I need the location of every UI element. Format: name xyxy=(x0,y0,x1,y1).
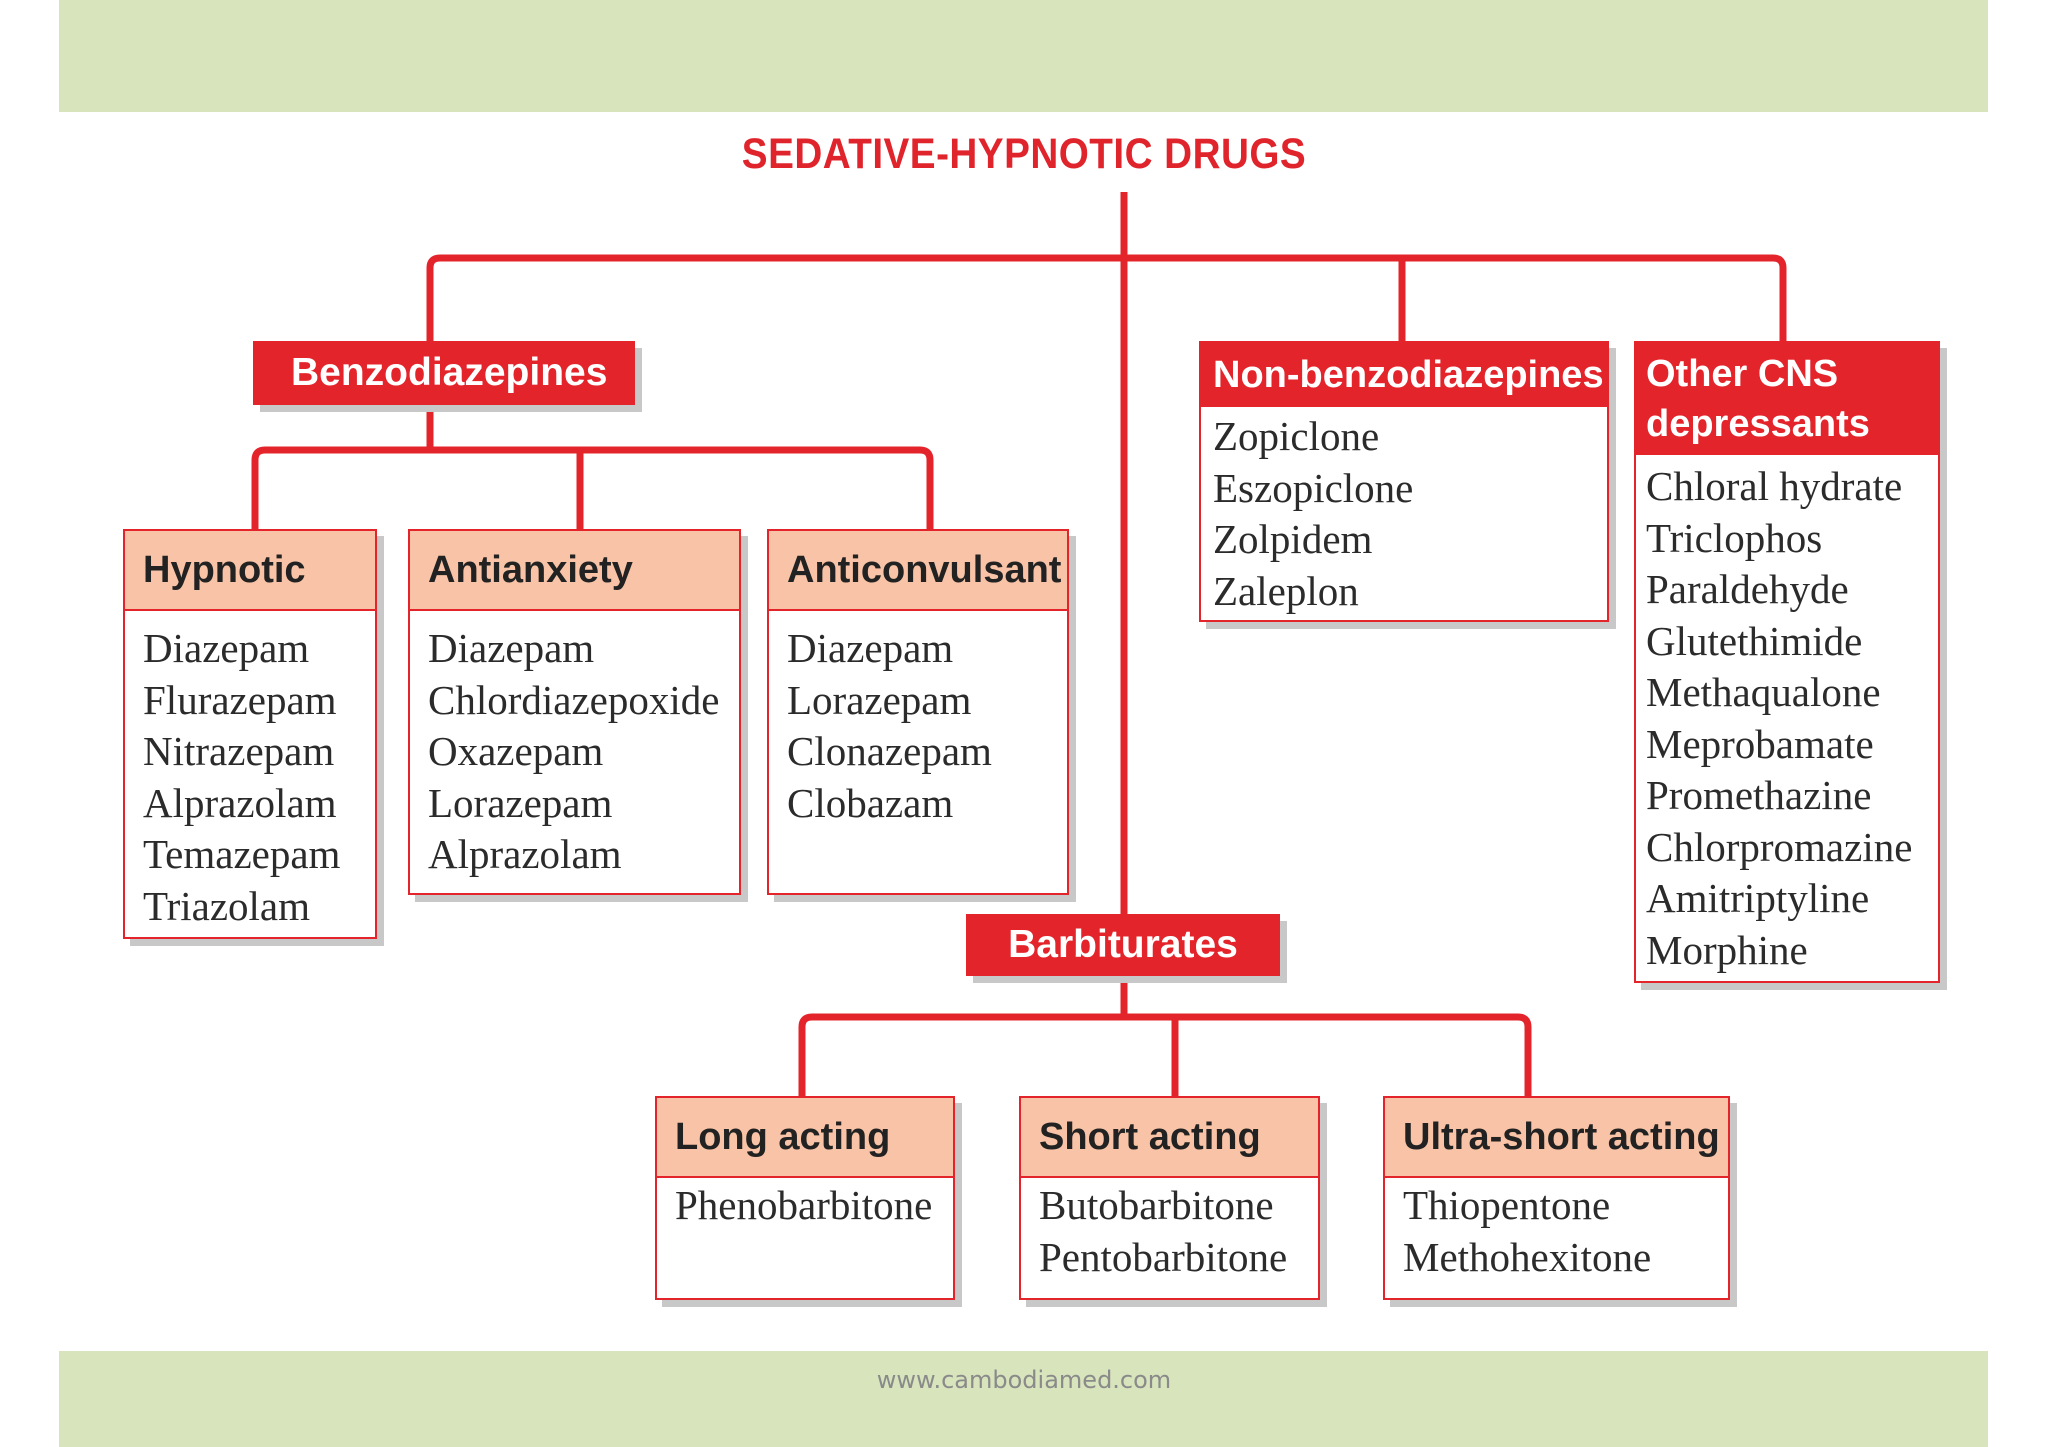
non-benzodiazepines-box: Non-benzodiazepines Zopiclone Eszopiclon… xyxy=(1199,341,1609,622)
anticonvulsant-header: Anticonvulsant xyxy=(769,531,1067,611)
list-item: Clobazam xyxy=(787,779,954,826)
list-item: Glutethimide xyxy=(1646,617,1863,664)
list-item: Meprobamate xyxy=(1646,720,1874,767)
non-benzodiazepines-header: Non-benzodiazepines xyxy=(1201,343,1607,407)
list-item: Eszopiclone xyxy=(1213,464,1414,511)
benzo-branch xyxy=(251,446,934,530)
long-acting-list: Phenobarbitone xyxy=(657,1178,953,1232)
list-item: Temazepam xyxy=(143,831,341,877)
list-item: Methaqualone xyxy=(1646,669,1881,715)
hypnotic-list: Diazepam Flurazepam Nitrazepam Alprazola… xyxy=(125,611,375,932)
list-item: Clonazepam xyxy=(787,728,992,774)
list-item: Diazepam xyxy=(787,625,954,671)
antianxiety-list: Diazepam Chlordiazepoxide Oxazepam Loraz… xyxy=(410,611,739,881)
long-acting-header: Long acting xyxy=(657,1098,953,1178)
list-item: Alprazolam xyxy=(428,831,622,877)
ultra-short-acting-header: Ultra-short acting xyxy=(1385,1098,1728,1178)
ultra-short-acting-box: Ultra-short acting Thiopentone Methohexi… xyxy=(1383,1096,1730,1300)
list-item: Chloral hydrate xyxy=(1646,463,1903,509)
anticonvulsant-box: Anticonvulsant Diazepam Lorazepam Clonaz… xyxy=(767,529,1069,895)
list-item: Zaleplon xyxy=(1213,567,1359,614)
other-cns-depressants-box: Other CNS depressants Chloral hydrate Tr… xyxy=(1634,341,1940,983)
short-acting-list: Butobarbitone Pentobarbitone xyxy=(1021,1178,1318,1283)
other-cns-header: Other CNS depressants xyxy=(1636,343,1938,455)
ultra-short-acting-list: Thiopentone Methohexitone xyxy=(1385,1178,1728,1283)
anticonvulsant-list: Diazepam Lorazepam Clonazepam Clobazam xyxy=(769,611,1067,829)
other-cns-list: Chloral hydrate Triclophos Paraldehyde G… xyxy=(1636,455,1938,976)
antianxiety-header: Antianxiety xyxy=(410,531,739,611)
list-item: Chlordiazepoxide xyxy=(428,676,720,723)
list-item: Thiopentone xyxy=(1403,1182,1611,1228)
barbiturates-branch xyxy=(798,1013,1532,1097)
short-acting-header: Short acting xyxy=(1021,1098,1318,1178)
list-item: Diazepam xyxy=(428,625,595,671)
list-item: Lorazepam xyxy=(787,676,972,723)
footer-url: www.cambodiamed.com xyxy=(876,1366,1172,1394)
long-acting-box: Long acting Phenobarbitone xyxy=(655,1096,955,1300)
list-item: Oxazepam xyxy=(428,728,604,774)
list-item: Triazolam xyxy=(143,882,311,929)
top-branch xyxy=(426,254,1787,342)
bottom-band xyxy=(59,1351,1988,1447)
short-acting-box: Short acting Butobarbitone Pentobarbiton… xyxy=(1019,1096,1320,1300)
list-item: Nitrazepam xyxy=(143,728,335,774)
list-item: Butobarbitone xyxy=(1039,1182,1274,1228)
list-item: Methohexitone xyxy=(1403,1233,1652,1280)
top-band xyxy=(59,0,1988,112)
list-item: Zolpidem xyxy=(1213,516,1373,562)
hypnotic-header: Hypnotic xyxy=(125,531,375,611)
list-item: Alprazolam xyxy=(143,779,337,826)
list-item: Zopiclone xyxy=(1213,413,1380,459)
list-item: Chlorpromazine xyxy=(1646,823,1913,870)
list-item: Flurazepam xyxy=(143,676,337,723)
list-item: Lorazepam xyxy=(428,779,613,826)
list-item: Paraldehyde xyxy=(1646,566,1849,612)
list-item: Diazepam xyxy=(143,625,310,671)
antianxiety-box: Antianxiety Diazepam Chlordiazepoxide Ox… xyxy=(408,529,741,895)
hypnotic-box: Hypnotic Diazepam Flurazepam Nitrazepam … xyxy=(123,529,377,939)
list-item: Morphine xyxy=(1646,926,1808,973)
list-item: Triclophos xyxy=(1646,514,1823,561)
list-item: Phenobarbitone xyxy=(675,1182,933,1228)
list-item: Promethazine xyxy=(1646,772,1872,818)
non-benzodiazepines-list: Zopiclone Eszopiclone Zolpidem Zaleplon xyxy=(1201,407,1607,617)
list-item: Pentobarbitone xyxy=(1039,1233,1288,1280)
benzodiazepines-label: Benzodiazepines xyxy=(253,341,635,405)
barbiturates-label: Barbiturates xyxy=(966,914,1280,976)
diagram-title: SEDATIVE-HYPNOTIC DRUGS xyxy=(741,130,1307,178)
list-item: Amitriptyline xyxy=(1646,875,1870,921)
